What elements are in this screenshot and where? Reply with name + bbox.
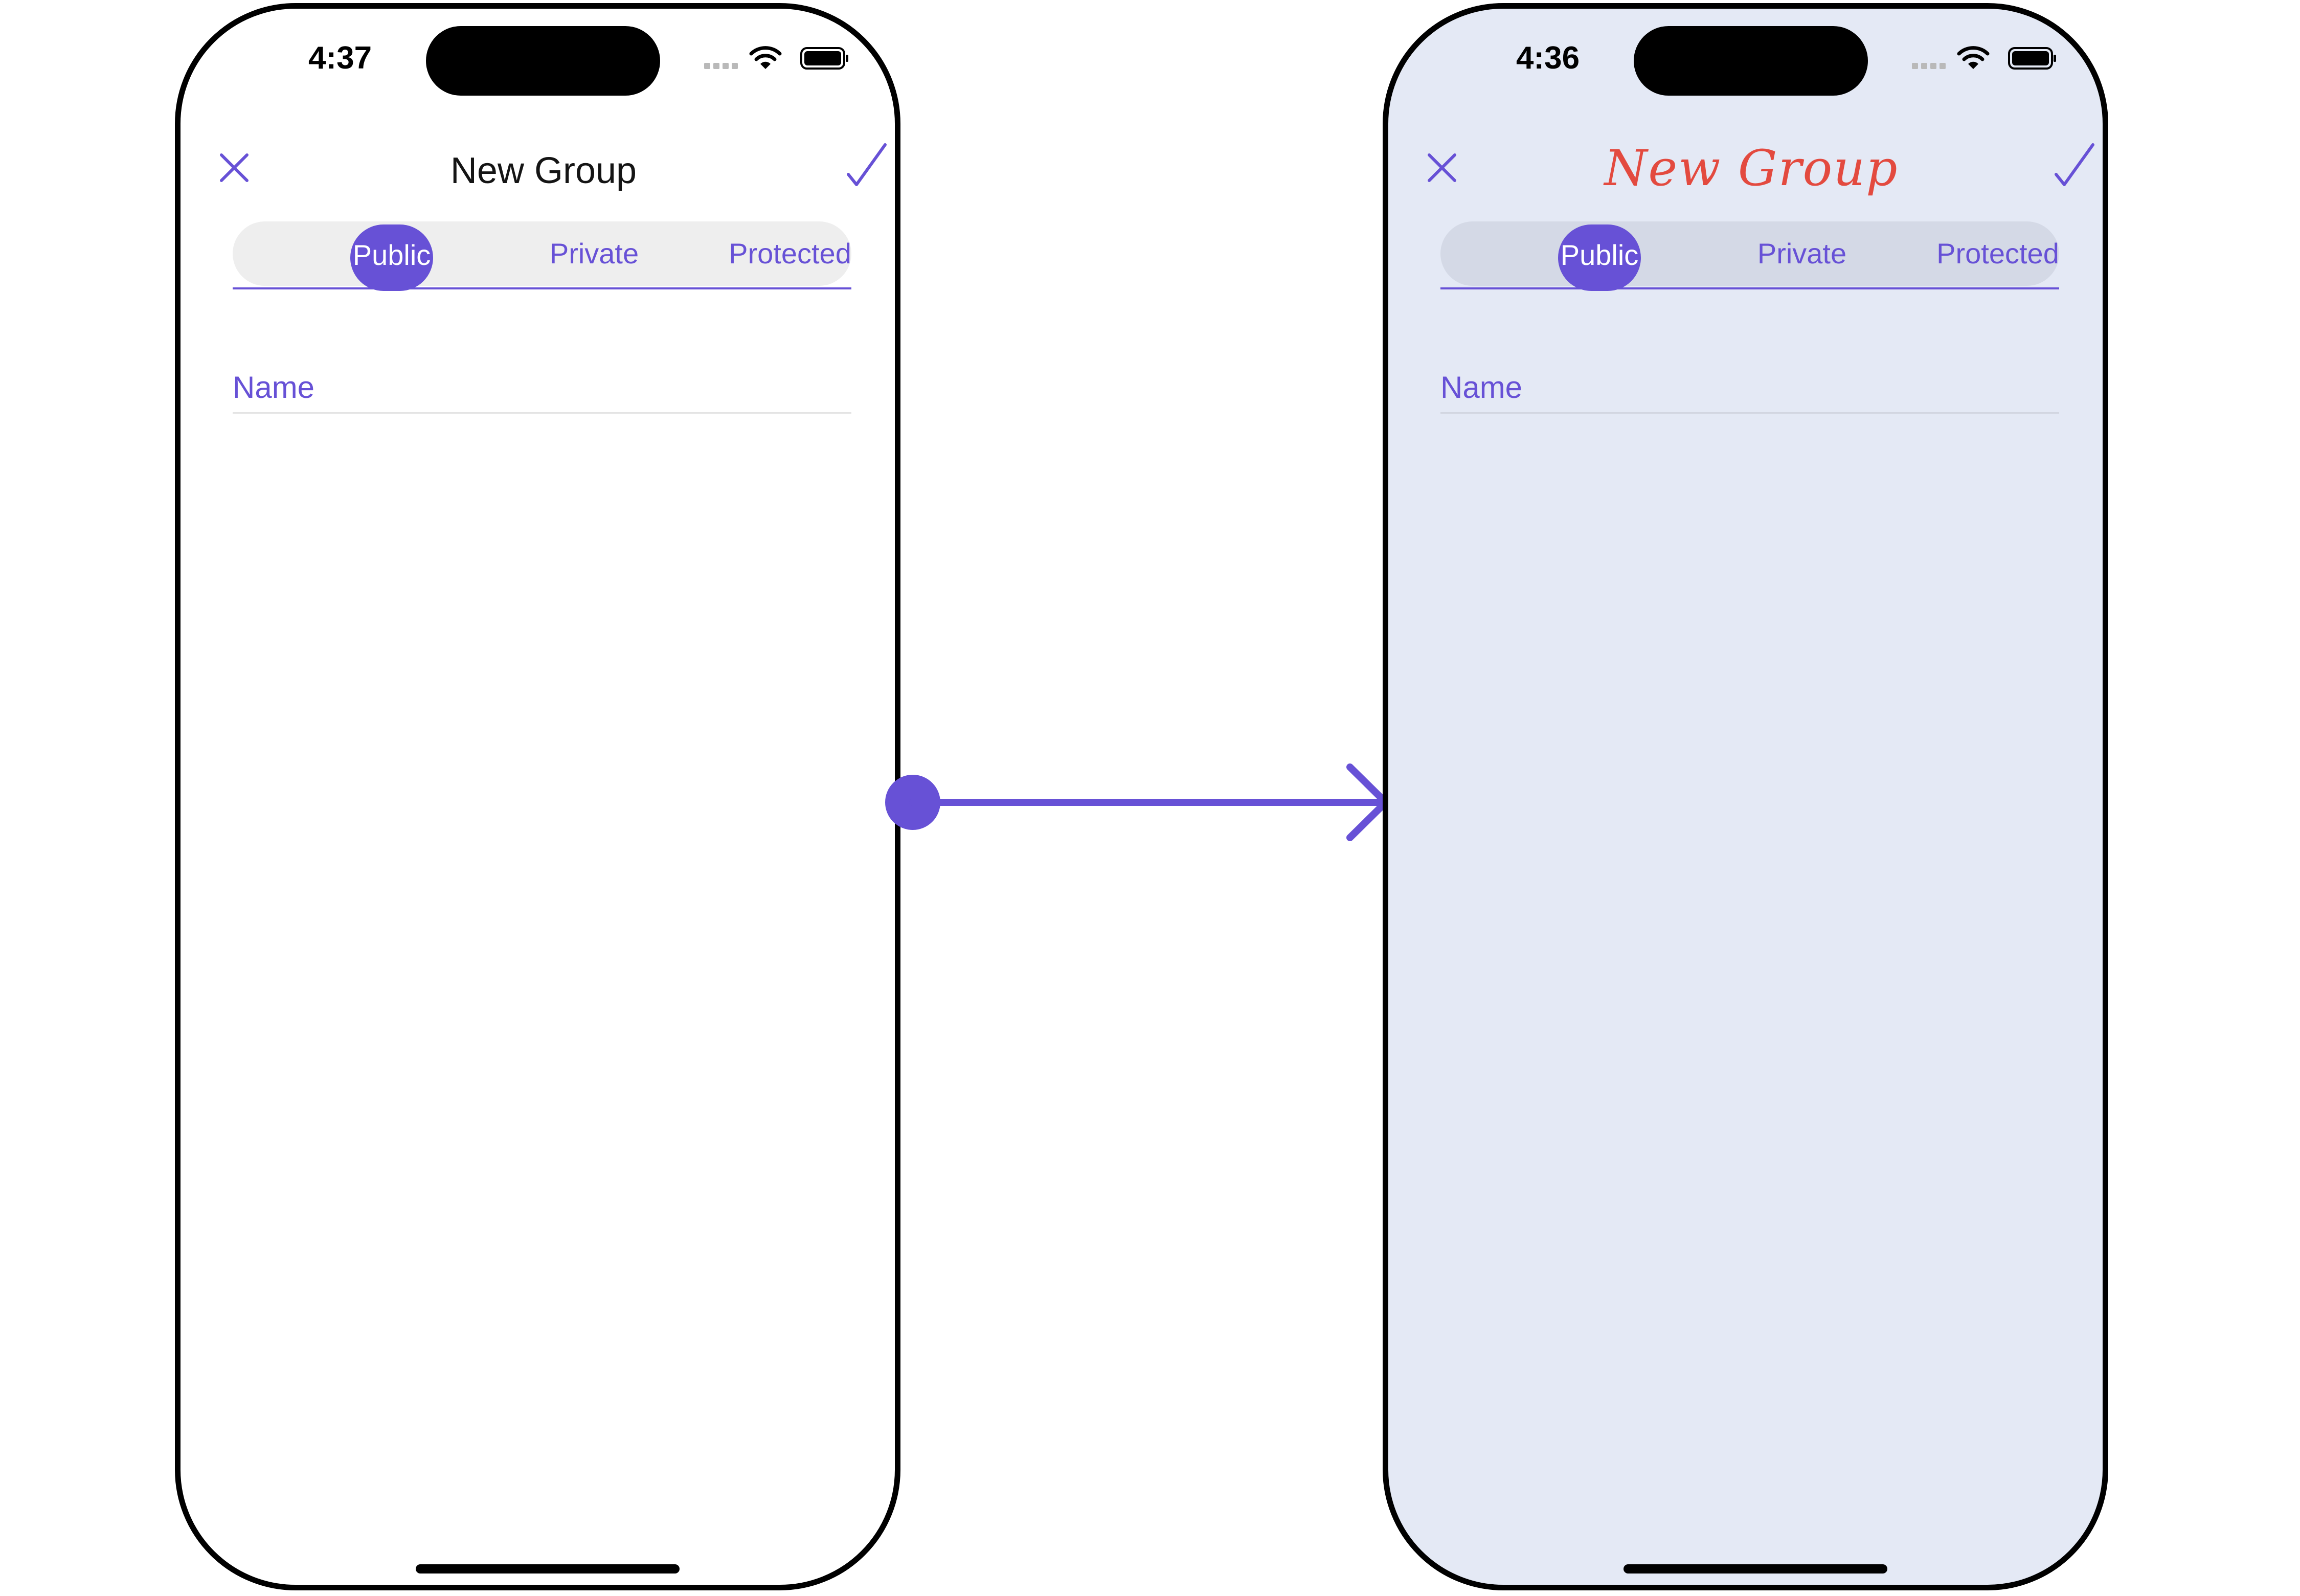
close-icon[interactable] bbox=[218, 152, 250, 184]
checkmark-icon[interactable] bbox=[845, 142, 888, 188]
home-indicator bbox=[1623, 1564, 1887, 1573]
phone-customized: 4:36 New Group Public Private Protected bbox=[1383, 3, 2108, 1590]
checkmark-icon[interactable] bbox=[2053, 142, 2096, 188]
group-type-private[interactable]: Private bbox=[549, 237, 639, 269]
dynamic-island bbox=[1634, 26, 1868, 96]
selector-underline bbox=[1440, 287, 2059, 289]
selector-underline bbox=[233, 287, 851, 289]
group-type-protected[interactable]: Protected bbox=[1936, 237, 2059, 269]
status-time: 4:36 bbox=[1516, 40, 1580, 76]
group-type-protected[interactable]: Protected bbox=[729, 237, 851, 269]
group-type-public[interactable]: Public bbox=[350, 224, 433, 291]
wifi-icon bbox=[749, 46, 782, 69]
battery-icon bbox=[800, 47, 848, 70]
group-type-selector: Public Private Protected bbox=[233, 221, 851, 291]
cellular-signal-icon bbox=[1912, 63, 1946, 69]
group-name-input[interactable] bbox=[233, 363, 851, 414]
cellular-signal-icon bbox=[704, 63, 738, 69]
group-type-selector: Public Private Protected bbox=[1440, 221, 2059, 291]
wifi-icon bbox=[1957, 46, 1990, 69]
home-indicator bbox=[416, 1564, 680, 1573]
dynamic-island bbox=[426, 26, 660, 96]
close-icon[interactable] bbox=[1426, 152, 1458, 184]
group-type-public[interactable]: Public bbox=[1558, 224, 1641, 291]
group-name-input[interactable] bbox=[1440, 363, 2059, 414]
group-type-private[interactable]: Private bbox=[1757, 237, 1847, 269]
battery-icon bbox=[2008, 47, 2056, 70]
page-title: New Group bbox=[450, 150, 637, 191]
phone-default: 4:37 New Group Public Private Protected bbox=[175, 3, 900, 1590]
arrow-right-icon bbox=[885, 763, 1389, 841]
status-time: 4:37 bbox=[308, 40, 372, 76]
page-title: New Group bbox=[1604, 140, 1899, 197]
